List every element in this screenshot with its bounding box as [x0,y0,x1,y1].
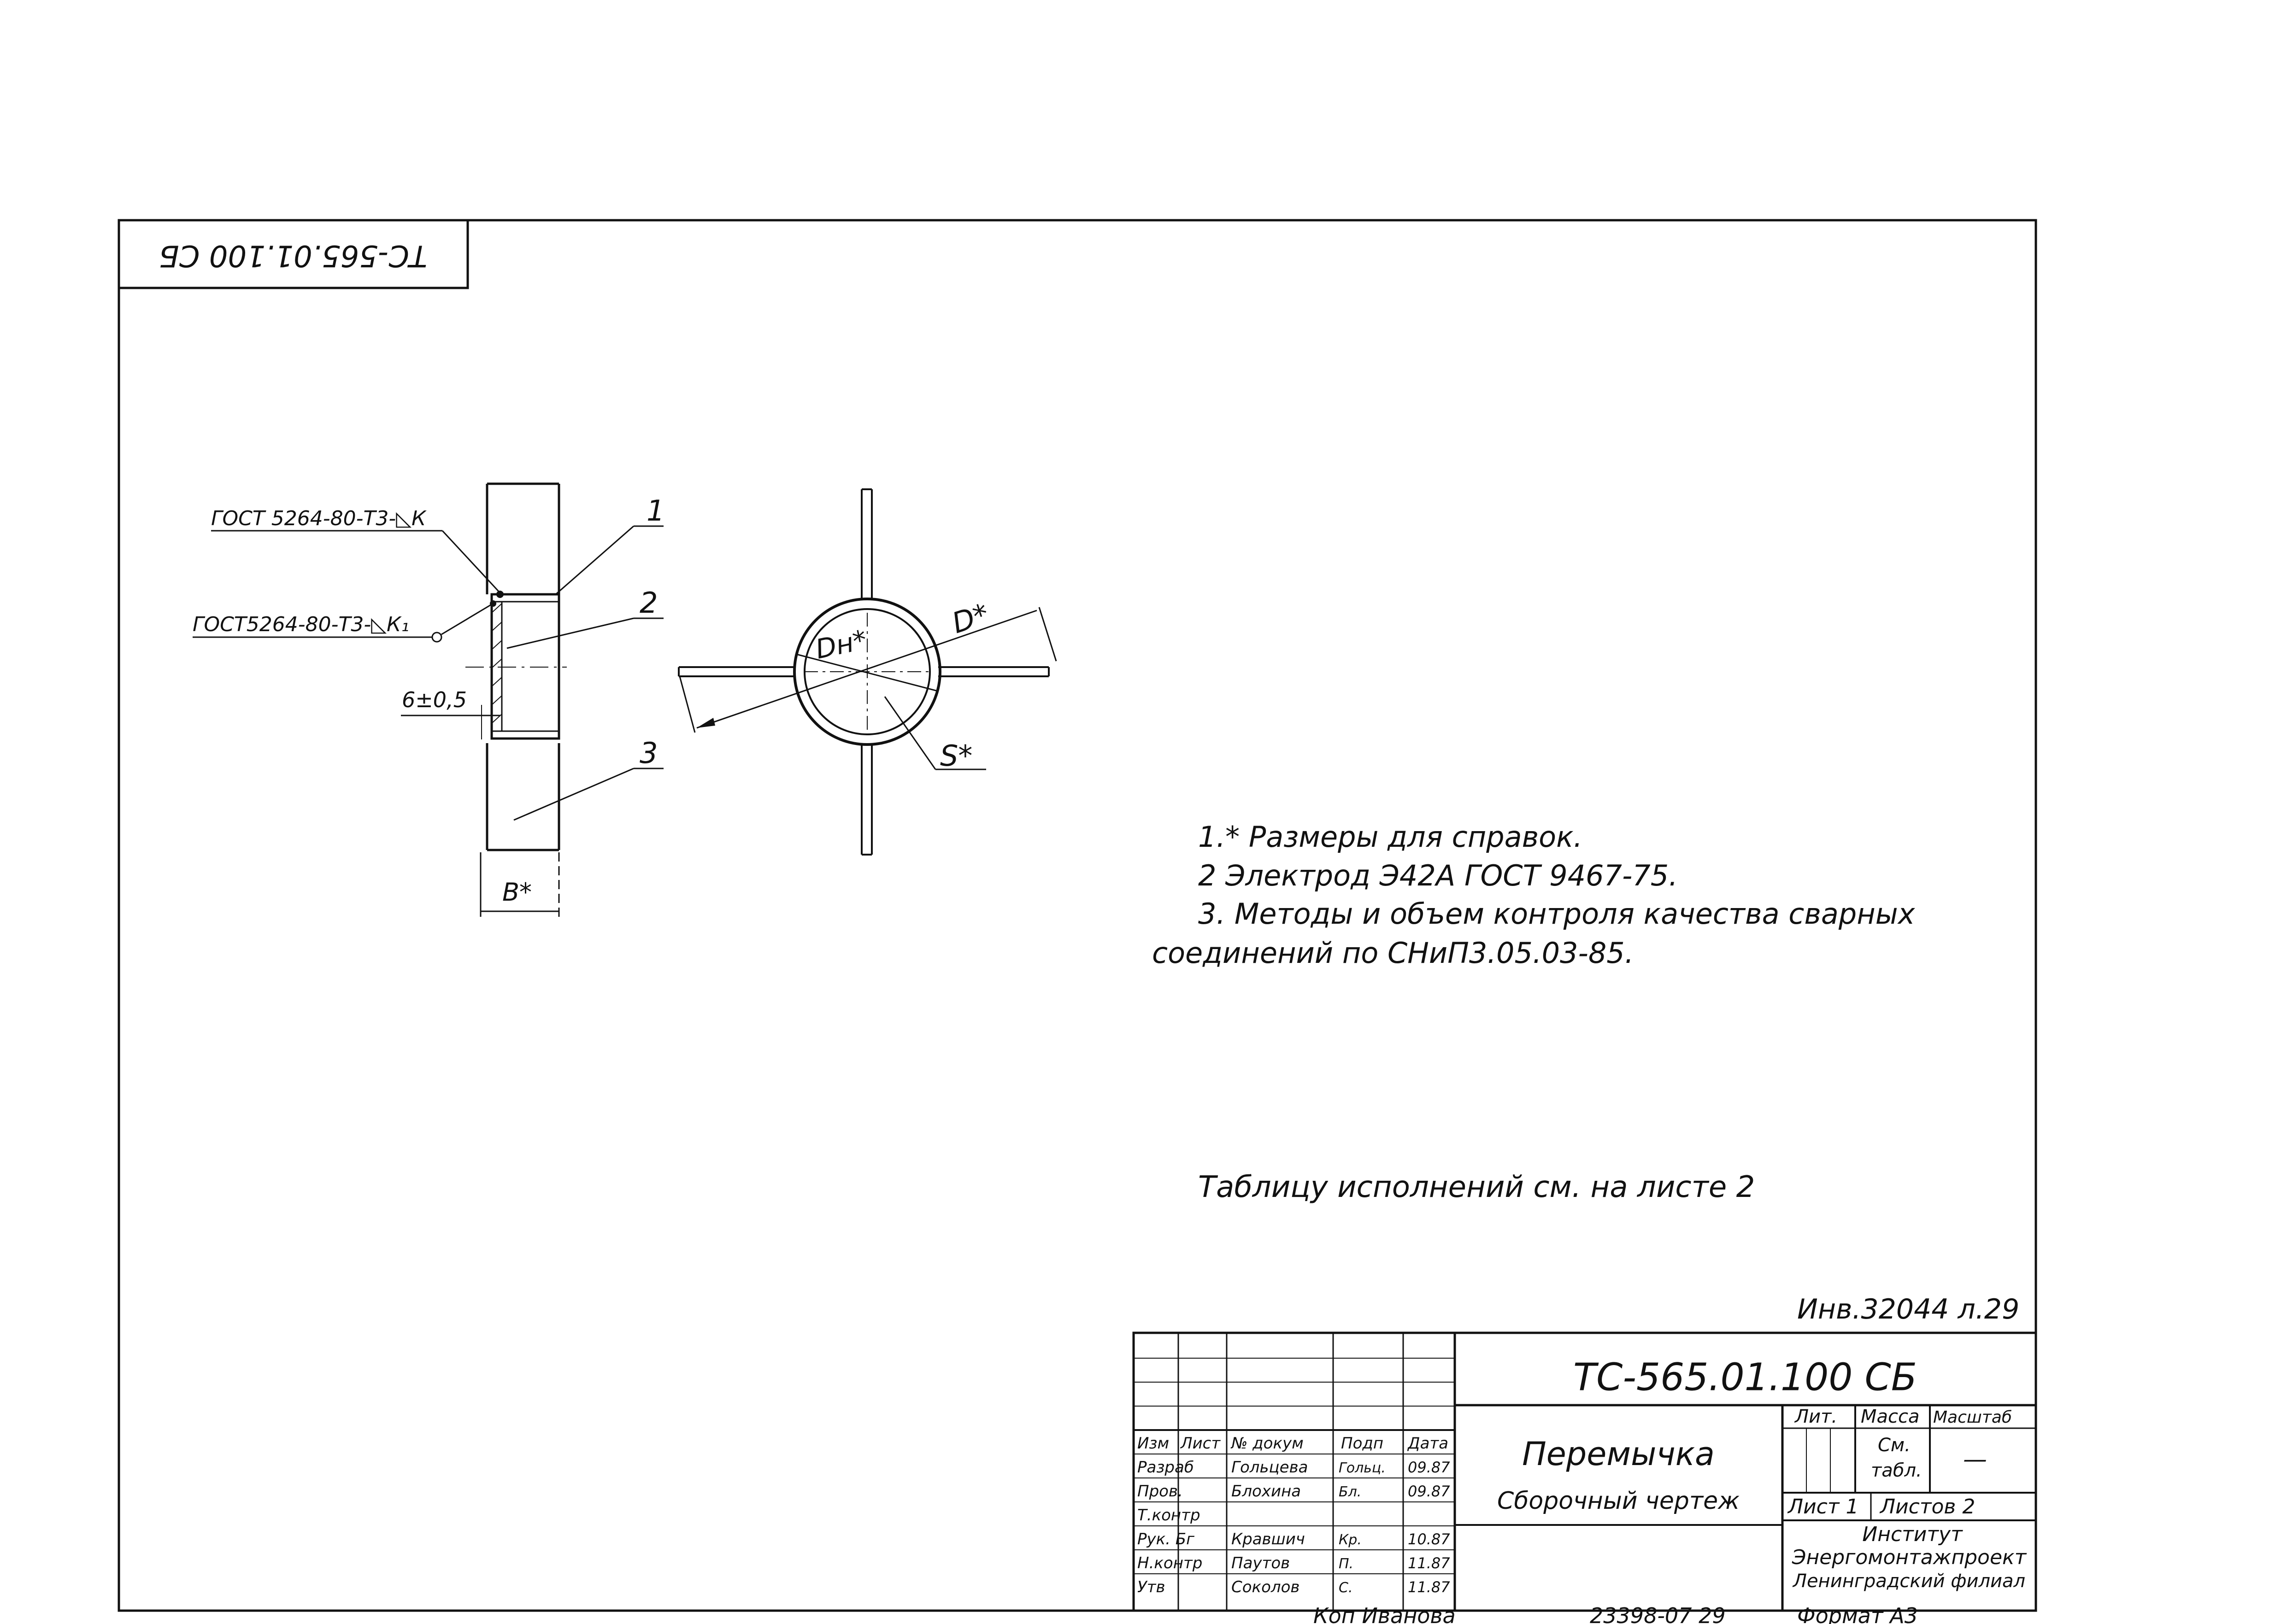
note-1: 1.* Размеры для справок. [1198,820,1582,854]
role-name: Соколов [1231,1578,1299,1596]
gap-dimension: 6±0,5 [401,687,500,739]
title-document-code: ТС-565.01.100 СБ [1573,1355,1917,1399]
role-label: Утв [1137,1578,1165,1596]
header-date: Дата [1407,1434,1448,1453]
role-name: Кравшич [1231,1530,1305,1548]
weld-annotation-1: ГОСТ 5264-80-Т3-◺К [211,507,502,595]
role-sign: Кр. [1339,1532,1362,1548]
archive-code: 23398-07 29 [1590,1603,1726,1624]
role-label: Н.контр [1137,1554,1202,1572]
scale-label: Масштаб [1933,1408,2012,1427]
role-name: Паутов [1231,1554,1290,1572]
thickness-label: S* [940,739,972,773]
sheets-label: Листов 2 [1879,1495,1975,1518]
lit-label: Лит. [1794,1406,1837,1427]
position-3-label: 3 [640,736,658,770]
org-line-3: Ленинградский филиал [1792,1571,2025,1592]
bolt-diameter-label: D* [948,597,993,640]
position-callout-2: 2 [506,586,664,649]
position-callout-3: 3 [513,736,664,821]
role-label: Т.контр [1137,1506,1200,1524]
note-2: 2 Электрод Э42А ГОСТ 9467-75. [1198,859,1678,892]
corner-stamp-code: ТС-565.01.100 СБ [159,238,427,272]
role-row: Пров. Блохина Бл. 09.87 [1137,1482,1450,1501]
role-sign: С. [1339,1580,1352,1596]
mass-value-2: табл. [1871,1460,1922,1481]
role-name: Блохина [1231,1482,1301,1501]
mass-label: Масса [1861,1406,1920,1427]
title-block: Изм Лист № докум Подп Дата Разраб Гольце… [1132,1331,2037,1612]
role-label: Разраб [1137,1458,1194,1477]
header-izm: Изм [1137,1434,1169,1453]
position-1-label: 1 [647,494,664,528]
org-line-2: Энергомонтажпроект [1792,1546,2027,1569]
position-2-label: 2 [640,586,658,620]
role-date: 09.87 [1408,1483,1450,1500]
mass-value-1: См. [1878,1435,1911,1456]
scale-value: — [1963,1446,1987,1473]
org-line-1: Институт [1862,1523,1963,1546]
execution-table-reference: Таблицу исполнений см. на листе 2 [1198,1170,1755,1204]
weld-label-1: ГОСТ 5264-80-Т3-◺К [211,507,427,530]
role-row: Разраб Гольцева Гольц. 09.87 [1137,1458,1450,1477]
product-name: Перемычка [1522,1435,1715,1473]
weld-annotation-2: ГОСТ5264-80-Т3-◺К₁ [193,603,494,643]
header-list: Лист [1180,1434,1221,1453]
gap-dimension-label: 6±0,5 [402,687,467,712]
role-sign: Бл. [1339,1484,1361,1500]
front-view: Dн* D* S* [678,488,1057,856]
role-name: Гольцева [1231,1458,1308,1477]
drawing-type: Сборочный чертеж [1497,1487,1740,1515]
role-row: Н.контр Паутов П. 11.87 [1137,1554,1450,1572]
role-row: Рук. Бг Кравшич Кр. 10.87 [1137,1530,1450,1548]
role-sign: Гольц. [1339,1460,1386,1476]
role-label: Рук. Бг [1137,1530,1195,1548]
role-date: 09.87 [1408,1459,1450,1476]
side-view [465,482,567,851]
width-dimension: В* [480,852,560,917]
role-row: Т.контр [1137,1506,1200,1524]
weld-label-2: ГОСТ5264-80-Т3-◺К₁ [193,613,409,636]
technical-notes: 1.* Размеры для справок. 2 Электрод Э42А… [1152,820,1916,970]
header-doc: № докум [1230,1434,1304,1453]
role-date: 10.87 [1408,1530,1450,1548]
copied-by: Коп Иванова [1313,1603,1456,1624]
corner-stamp: ТС-565.01.100 СБ [118,219,469,289]
header-sign: Подп [1341,1434,1383,1453]
role-date: 11.87 [1408,1554,1450,1572]
width-dimension-label: В* [502,878,532,907]
position-callout-1: 1 [555,494,664,595]
role-row: Утв Соколов С. 11.87 [1137,1578,1450,1596]
note-3: 3. Методы и объем контроля качества свар… [1198,897,1916,931]
inventory-number: Инв.32044 л.29 [1797,1293,2019,1325]
note-3-continued: соединений по СНиП3.05.03-85. [1152,936,1634,970]
drawing-frame [118,219,2037,1612]
role-date: 11.87 [1408,1578,1450,1596]
sheet-format: Формат А3 [1797,1603,1918,1624]
role-label: Пров. [1137,1482,1183,1501]
role-sign: П. [1339,1556,1353,1572]
sheet-label: Лист 1 [1787,1495,1858,1518]
